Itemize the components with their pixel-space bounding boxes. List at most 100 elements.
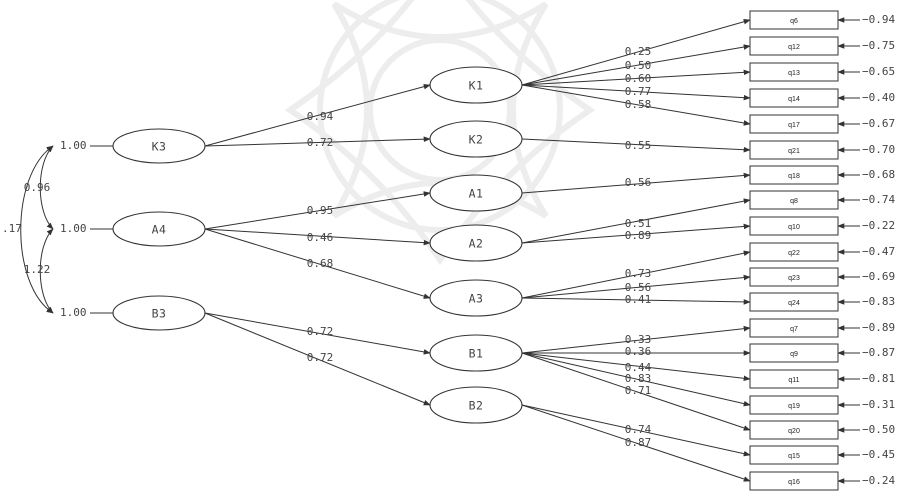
factor-loading-path [521, 352, 751, 407]
indicator-q22-box [749, 242, 839, 262]
indicator-q7-box [749, 318, 839, 338]
indicator-label: q13 [788, 70, 800, 77]
factor-loading-path [521, 352, 751, 431]
error-variance: −0.50 [862, 423, 895, 436]
indicator-q16-box [749, 471, 839, 491]
factor-loading-path [521, 274, 751, 299]
structural-path [204, 228, 431, 246]
structural-path [204, 312, 431, 355]
path-coefficient: 0.72 [307, 136, 334, 149]
factor-loading-path [521, 325, 751, 354]
loading-value: 0.25 [625, 45, 652, 58]
indicator-q8-box [749, 190, 839, 210]
factor-loading-path [521, 223, 751, 244]
factor-label: B2 [469, 399, 484, 413]
loading-value: 0.50 [625, 59, 652, 72]
indicator-label: q6 [790, 18, 798, 25]
indicator-label: q17 [788, 122, 800, 129]
loading-value: 0.73 [625, 267, 652, 280]
indicator-label: q23 [788, 275, 800, 282]
indicator-label: q22 [788, 250, 800, 257]
error-variance: −0.40 [862, 91, 895, 104]
factor-a1-ellipse [429, 174, 523, 212]
factor-loading-path [521, 138, 751, 153]
indicator-label: q15 [788, 453, 800, 460]
indicator-label: q14 [788, 96, 800, 103]
error-variance: −0.68 [862, 168, 895, 181]
path-coefficient: 0.95 [307, 204, 334, 217]
structural-path [204, 83, 431, 147]
factor-label: B1 [469, 347, 484, 361]
covariance-value: 0.96 [24, 181, 51, 194]
factor-b1-ellipse [429, 334, 523, 372]
indicator-label: q9 [790, 351, 798, 358]
factor-label: K3 [152, 140, 167, 154]
factor-a3-ellipse [429, 279, 523, 317]
factor-b3-ellipse [112, 295, 206, 331]
variance-value: 1.00 [60, 139, 87, 152]
loading-value: 0.56 [625, 281, 652, 294]
error-variance: −0.65 [862, 65, 895, 78]
indicator-label: q7 [790, 326, 798, 333]
factor-label: K2 [469, 133, 484, 147]
loading-value: 0.87 [625, 436, 652, 449]
path-coefficient: 0.68 [307, 257, 334, 270]
structural-path [204, 191, 431, 230]
loading-value: 0.36 [625, 345, 652, 358]
structural-path [204, 312, 431, 406]
indicator-label: q12 [788, 44, 800, 51]
background-watermark [284, 0, 596, 266]
loading-value: 0.74 [625, 423, 652, 436]
error-variance: −0.45 [862, 448, 895, 461]
factor-loading-path [521, 172, 751, 194]
factor-a2-ellipse [429, 224, 523, 262]
indicator-label: q16 [788, 479, 800, 486]
error-variance: −0.89 [862, 321, 895, 334]
loading-value: 0.51 [625, 217, 652, 230]
loading-value: 0.71 [625, 384, 652, 397]
factor-loading-path [521, 404, 751, 457]
loading-value: 0.56 [625, 176, 652, 189]
loading-value: 0.41 [625, 293, 652, 306]
indicator-q12-box [749, 36, 839, 56]
factor-label: A2 [469, 237, 484, 251]
error-variance: −0.31 [862, 398, 895, 411]
factor-loading-path [521, 84, 751, 101]
factor-loading-path [521, 69, 751, 86]
indicator-label: q21 [788, 148, 800, 155]
loading-value: 0.55 [625, 139, 652, 152]
indicator-q6-box [749, 10, 839, 30]
loading-value: 0.33 [625, 333, 652, 346]
factor-loading-path [521, 19, 751, 86]
factor-loading-path [521, 297, 751, 305]
factor-loading-path [521, 250, 751, 299]
indicator-q18-box [749, 165, 839, 185]
error-variance: −0.22 [862, 219, 895, 232]
indicator-label: q8 [790, 198, 798, 205]
indicator-q20-box [749, 420, 839, 440]
covariance-value: .17 [2, 222, 22, 235]
path-coefficient: 0.46 [307, 231, 334, 244]
loading-value: 0.83 [625, 372, 652, 385]
indicator-label: q19 [788, 403, 800, 410]
indicator-label: q11 [788, 377, 799, 384]
factor-loading-path [521, 44, 751, 86]
factor-loading-path [521, 404, 751, 482]
covariance-value: 1.22 [24, 263, 51, 276]
indicator-q13-box [749, 62, 839, 82]
factor-a4-ellipse [112, 211, 206, 247]
factor-b2-ellipse [429, 386, 523, 424]
path-coefficient: 0.72 [307, 351, 334, 364]
indicator-q15-box [749, 445, 839, 465]
loading-value: 0.44 [625, 361, 652, 374]
loading-value: 0.89 [625, 229, 652, 242]
error-variance: −0.74 [862, 193, 895, 206]
indicator-q19-box [749, 395, 839, 415]
indicator-q23-box [749, 267, 839, 287]
indicator-label: q10 [788, 224, 800, 231]
structural-path [204, 136, 431, 147]
indicator-q9-box [749, 343, 839, 363]
indicator-q10-box [749, 216, 839, 236]
indicator-label: q24 [788, 300, 800, 307]
